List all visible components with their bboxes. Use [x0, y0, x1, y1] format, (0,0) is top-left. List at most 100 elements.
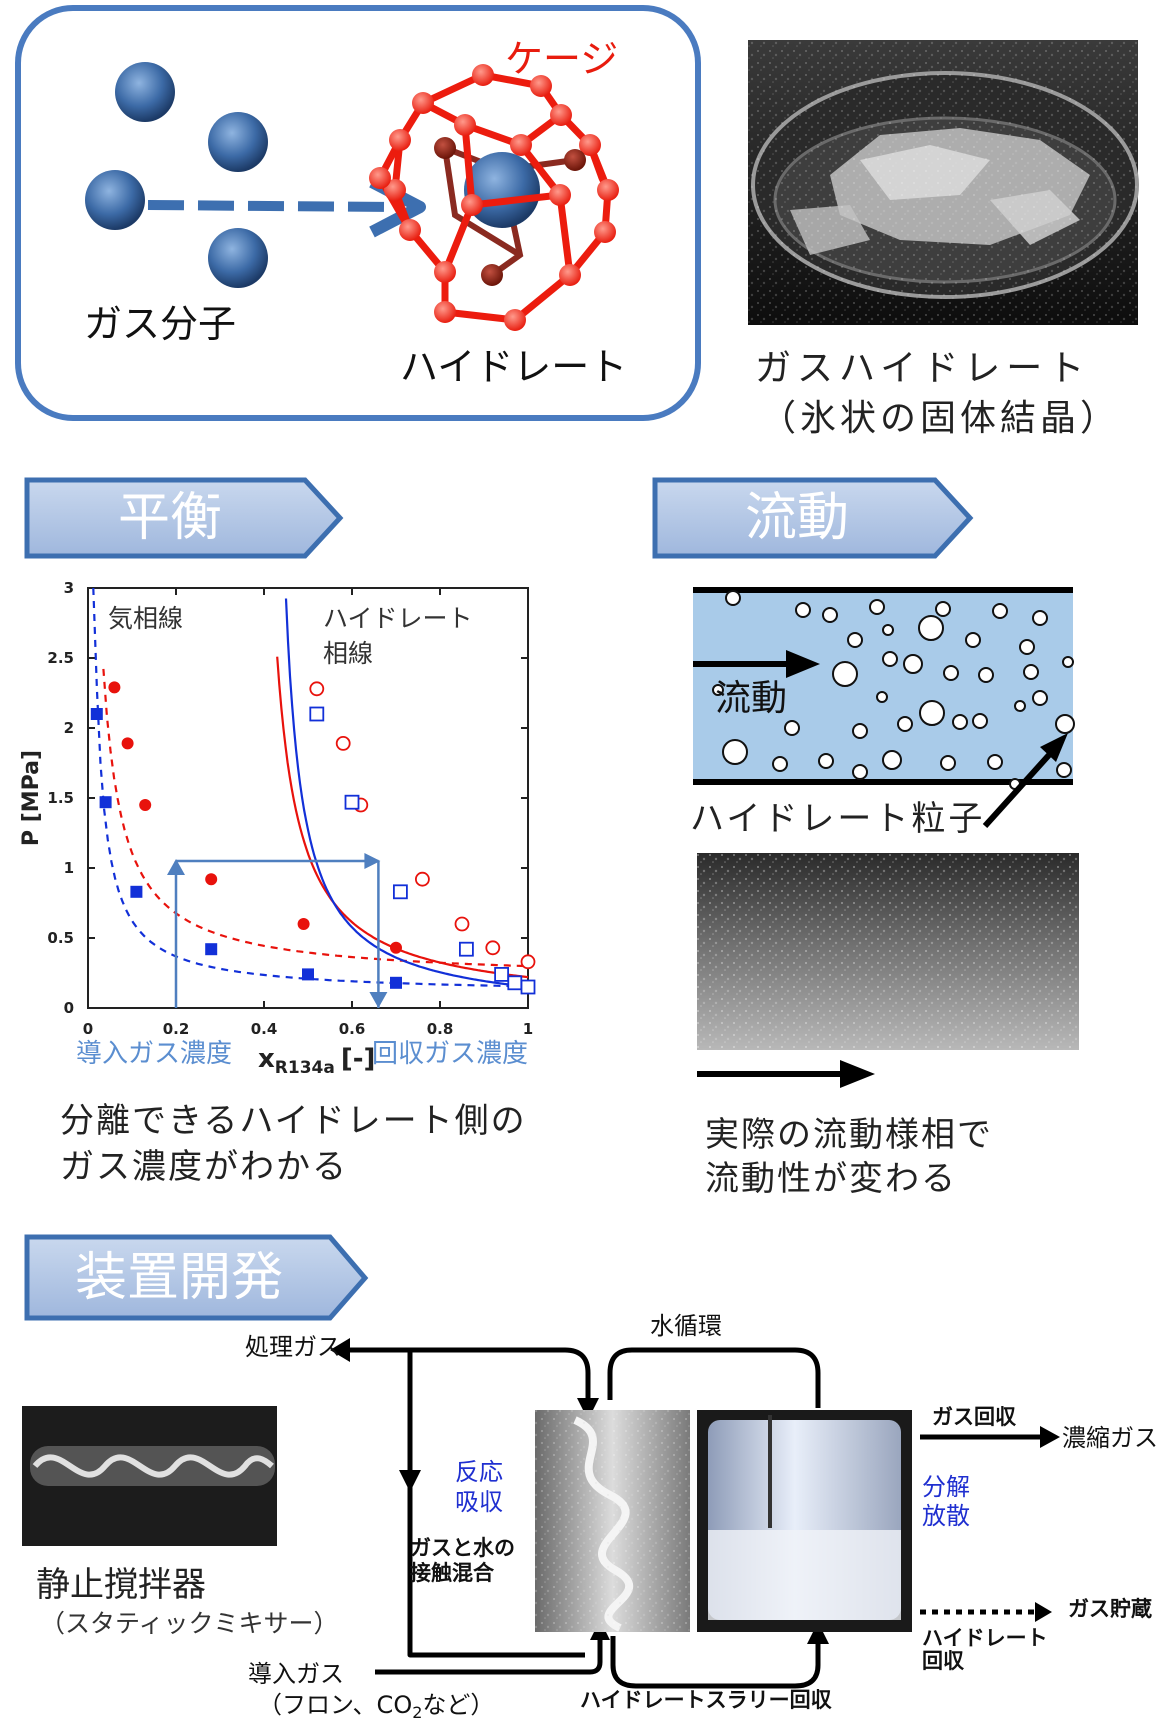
x-axis-label-main: x — [258, 1044, 275, 1074]
x-tick-label: 1 — [523, 1020, 533, 1038]
data-point-filled-circle — [390, 941, 402, 954]
gas-molecule — [85, 170, 145, 230]
hydrate-particle — [852, 764, 868, 780]
vapor-curve-red — [102, 668, 529, 968]
gas-molecules — [85, 62, 268, 288]
equilibrium-note-line2: ガス濃度がわかる — [60, 1147, 348, 1187]
annotation-vapor-line: 気相線 — [108, 604, 183, 633]
process-loop — [350, 1347, 1040, 1689]
flow-photo-arrowhead — [840, 1060, 875, 1088]
flow-note-line2: 流動性が変わる — [705, 1159, 957, 1199]
hydrate-particle — [882, 750, 902, 770]
capture-arrow-shaft — [147, 200, 393, 212]
data-point-filled-circle — [297, 918, 310, 930]
feed-gas-label: 導入ガス — [248, 1660, 344, 1688]
data-point-filled-square — [99, 796, 112, 809]
hydrate-particle — [992, 603, 1008, 619]
equilibrium-note-line1: 分離できるハイドレート側の — [60, 1101, 527, 1141]
feed-gas-detail-pre: （フロン、CO — [258, 1691, 412, 1718]
hydrate-particle — [943, 665, 959, 681]
hydrate-particle — [832, 661, 858, 687]
x-tick-label: 0.6 — [339, 1020, 366, 1038]
hydrate-particle — [725, 590, 741, 606]
banner-flow: 流動 — [652, 477, 974, 559]
data-point-open-square — [520, 979, 536, 995]
data-point-open-square — [507, 975, 523, 991]
reaction-label-1: 反応 — [455, 1458, 503, 1486]
hydrate-curve-red — [276, 656, 529, 979]
hydrate-particle — [987, 754, 1003, 770]
static-mixer-photo — [22, 1406, 277, 1546]
hydrate-particle — [882, 624, 894, 636]
gas-molecule — [208, 112, 268, 172]
hydrate-particle — [795, 602, 811, 618]
x-axis-label-unit: [-] — [341, 1044, 376, 1074]
hydrate-particle — [918, 615, 944, 641]
data-point-filled-circle — [139, 799, 152, 811]
data-point-filled-circle — [108, 681, 121, 694]
banner-device-label: 装置開発 — [75, 1248, 283, 1308]
banner-flow-label: 流動 — [745, 488, 849, 548]
hydrate-particle — [1032, 690, 1048, 706]
recovered-arrow-head — [369, 992, 388, 1008]
data-point-open-square — [309, 706, 325, 722]
data-point-filled-square — [90, 708, 103, 720]
annotation-feed-gas: 導入ガス濃度 — [76, 1039, 232, 1069]
mixer-subtitle: （スタティックミキサー） — [40, 1609, 339, 1638]
banner-device: 装置開発 — [24, 1234, 369, 1321]
hydrate-cage — [369, 64, 619, 331]
hydrate-particle — [1014, 700, 1026, 712]
y-tick-label: 0 — [64, 999, 74, 1017]
hydrate-particle — [1055, 714, 1075, 734]
data-point-open-circle — [414, 871, 430, 887]
x-axis-label: xR134a [-] — [258, 1044, 375, 1078]
data-point-filled-square — [390, 976, 402, 989]
hydrate-particle — [1062, 656, 1074, 668]
y-tick-label: 0.5 — [47, 929, 74, 947]
hydrate-particle — [978, 667, 994, 683]
y-tick-label: 2.5 — [47, 649, 74, 667]
hydrate-particle — [1056, 762, 1072, 778]
data-point-filled-square — [205, 943, 218, 956]
hydrate-particle — [952, 714, 968, 730]
transfer-arrow-head — [364, 853, 381, 869]
concentrated-gas-label: 濃縮ガス — [1062, 1424, 1158, 1452]
separation-tank — [697, 1410, 912, 1632]
x-axis-label-sub: R134a — [275, 1058, 335, 1078]
flow-direction-arrowhead — [786, 650, 820, 678]
hydrate-particle — [972, 713, 988, 729]
particle-pointer-head — [1040, 733, 1068, 762]
hydrate-particle — [882, 651, 898, 667]
guest-molecule — [464, 152, 540, 228]
feed-gas-detail-sub: 2 — [412, 1703, 422, 1718]
data-point-open-circle — [309, 681, 325, 697]
reactor-column — [535, 1410, 690, 1632]
flow-note-line1: 実際の流動様相で — [705, 1115, 993, 1155]
data-point-open-circle — [335, 736, 351, 751]
y-tick-label: 3 — [64, 579, 74, 597]
hydrate-particle — [965, 632, 981, 648]
hydrate-recovery-label-2: 回収 — [922, 1649, 965, 1673]
annotation-hydrate-line-2: 相線 — [323, 639, 373, 668]
banner-equilibrium-label: 平衡 — [118, 488, 222, 548]
gas-molecule — [208, 228, 268, 288]
decomposition-label-2: 放散 — [922, 1502, 970, 1530]
storage-arrowhead — [1035, 1602, 1052, 1622]
data-point-filled-circle — [121, 737, 134, 750]
x-tick-label: 0.4 — [251, 1020, 278, 1038]
hydrate-particle — [772, 756, 788, 772]
contact-label-1: ガスと水の — [410, 1536, 515, 1560]
hydrate-recovery-label-1: ハイドレート — [922, 1626, 1048, 1650]
hydrate-particle — [822, 607, 838, 623]
chart-curves — [92, 587, 529, 988]
flow-label: 流動 — [715, 678, 787, 719]
processed-gas-label: 処理ガス — [245, 1333, 341, 1361]
x-tick-label: 0.2 — [163, 1020, 190, 1038]
banner-equilibrium: 平衡 — [24, 477, 344, 559]
hydrate-particle — [712, 684, 724, 696]
annotation-recovered-gas: 回収ガス濃度 — [372, 1039, 528, 1069]
chart-points — [90, 681, 536, 995]
photo-caption-line2: （氷状の固体結晶） — [760, 398, 1120, 439]
mixer-name: 静止撹拌器 — [36, 1565, 206, 1605]
hydrate-particle — [1023, 664, 1039, 680]
